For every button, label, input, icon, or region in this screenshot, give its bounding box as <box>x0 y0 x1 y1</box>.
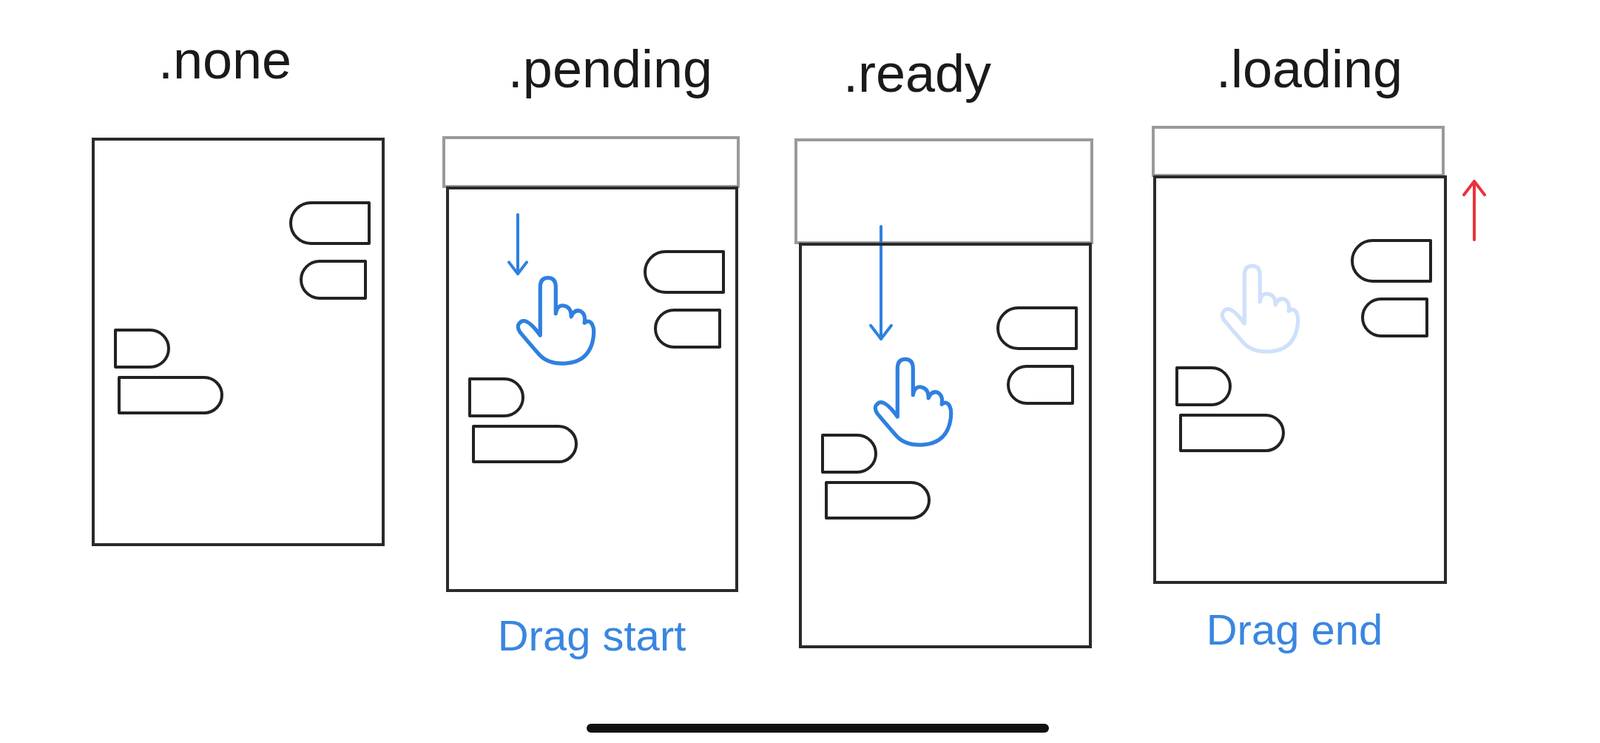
screen-frame: .pendingDrag start <box>446 186 739 592</box>
chat-bubble <box>1176 367 1231 405</box>
chat-bubble <box>301 261 366 299</box>
arrow-head <box>508 261 527 274</box>
screen-frame: .none <box>91 137 385 546</box>
screen-frame: .ready <box>798 242 1092 648</box>
chat-bubble <box>290 202 370 244</box>
refresh-area <box>1153 127 1444 176</box>
refresh-area <box>443 137 739 187</box>
arrow-head <box>870 325 892 339</box>
state-title: .loading <box>1216 38 1403 100</box>
chat-bubble <box>826 482 930 518</box>
state-title: .none <box>158 29 292 91</box>
chat-bubble <box>115 329 169 367</box>
chat-bubble <box>473 426 577 462</box>
hand-icon <box>875 358 951 445</box>
screen-frame: .loadingDrag end <box>1153 175 1447 584</box>
arrow-head <box>1463 181 1485 195</box>
home-indicator <box>586 723 1049 733</box>
chat-bubble <box>1180 414 1284 451</box>
motion-arrow <box>516 214 520 274</box>
state-title: .ready <box>843 42 992 105</box>
state-title: .pending <box>508 38 713 100</box>
chat-bubble <box>1362 298 1427 336</box>
chat-bubble <box>997 307 1077 349</box>
chat-bubble <box>655 309 720 347</box>
chat-bubble <box>119 377 222 413</box>
chat-bubble <box>645 251 724 293</box>
chat-bubble <box>1352 240 1431 282</box>
chat-bubble <box>1008 366 1073 404</box>
motion-arrow <box>1472 181 1476 240</box>
hand-icon <box>517 277 594 364</box>
gesture-caption: Drag end <box>1206 605 1384 655</box>
chat-bubble <box>822 434 876 472</box>
gesture-caption: Drag start <box>497 611 687 661</box>
hand-icon <box>1222 265 1298 352</box>
refresh-area <box>795 139 1092 243</box>
chat-bubble <box>469 378 523 416</box>
